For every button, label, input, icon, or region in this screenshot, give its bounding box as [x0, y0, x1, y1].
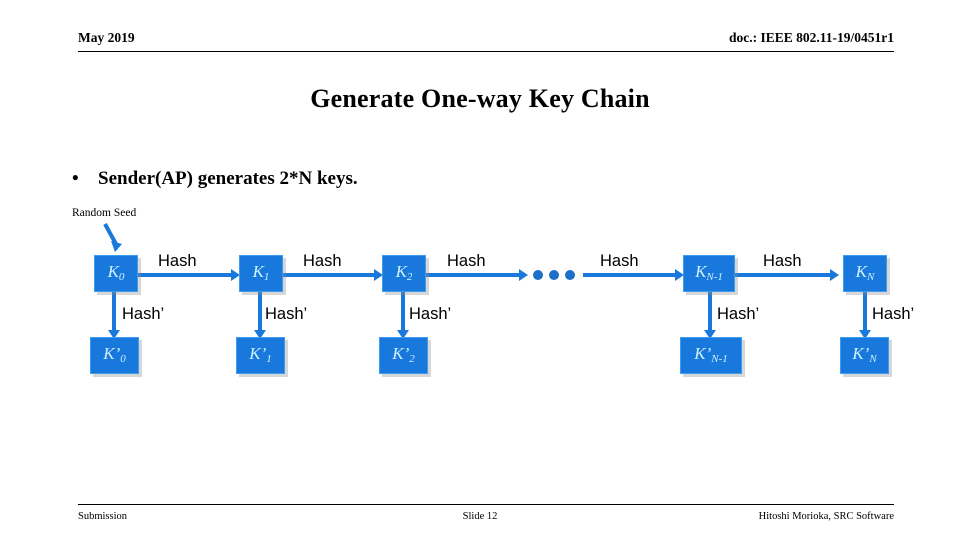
connector-kn-kprimen — [863, 292, 867, 334]
connector-ellipsis-kn1 — [583, 273, 676, 277]
arrow-k1-kprime1-icon — [254, 330, 266, 339]
key-box-kn[interactable]: KN — [843, 255, 887, 292]
key-box-k2-label: K2 — [395, 262, 413, 284]
footer-slide-number: Slide 12 — [462, 511, 498, 522]
arrow-ellipsis-kn1-icon — [675, 269, 684, 281]
key-box-kn-1[interactable]: KN-1 — [683, 255, 735, 292]
arrow-k2-kprime2-icon — [397, 330, 409, 339]
connector-k0-k1 — [138, 273, 233, 277]
connector-k0-kprime0 — [112, 292, 116, 334]
hash-label-k2-ellipsis: Hash — [447, 252, 486, 270]
key-box-k0[interactable]: K0 — [94, 255, 138, 292]
slide-header: May 2019 doc.: IEEE 802.11-19/0451r1 — [78, 30, 894, 52]
key-box-k2[interactable]: K2 — [382, 255, 426, 292]
key-box-k1-label: K1 — [252, 262, 270, 284]
key-box-kn-1-label: KN-1 — [695, 262, 723, 284]
random-seed-label: Random Seed — [72, 207, 137, 219]
ellipsis-dot — [549, 270, 559, 280]
arrow-k1-k2-icon — [374, 269, 383, 281]
key-box-kprime1[interactable]: K’1 — [236, 337, 285, 374]
key-box-kn-label: KN — [855, 262, 875, 284]
hash-prime-label-kprime1: Hash’ — [265, 305, 308, 323]
bullet-item: • Sender(AP) generates 2*N keys. — [72, 168, 772, 190]
ellipsis-dot — [565, 270, 575, 280]
random-seed-arrow-icon — [103, 223, 122, 252]
hash-label-ellipsis-kn1: Hash — [600, 252, 639, 270]
arrow-k2-ellipsis-icon — [519, 269, 528, 281]
arrow-kn1-kprimen1-icon — [704, 330, 716, 339]
header-date: May 2019 — [78, 30, 135, 45]
hash-prime-label-kprimen1: Hash’ — [717, 305, 760, 323]
page-title: Generate One-way Key Chain — [310, 84, 650, 113]
bullet-marker-icon: • — [72, 168, 79, 189]
connector-k1-k2 — [282, 273, 375, 277]
arrow-k0-k1-icon — [231, 269, 240, 281]
key-box-kprime0[interactable]: K’0 — [90, 337, 139, 374]
key-box-kprimen-1-label: K’N-1 — [694, 344, 728, 366]
hash-prime-label-kprime0: Hash’ — [122, 305, 165, 323]
key-box-kprime2[interactable]: K’2 — [379, 337, 428, 374]
connector-k1-kprime1 — [258, 292, 262, 334]
header-divider — [78, 51, 894, 52]
hash-label-kn1-kn: Hash — [763, 252, 802, 270]
key-box-k0-label: K0 — [107, 262, 125, 284]
key-box-k1[interactable]: K1 — [239, 255, 283, 292]
connector-kn1-kn — [735, 273, 831, 277]
connector-k2-ellipsis — [426, 273, 520, 277]
hash-label-k1-k2: Hash — [303, 252, 342, 270]
key-box-kprimen-label: K’N — [852, 344, 877, 366]
ellipsis-dot — [533, 270, 543, 280]
hash-prime-label-kprime2: Hash’ — [409, 305, 452, 323]
arrow-k0-kprime0-icon — [108, 330, 120, 339]
key-box-kprime1-label: K’1 — [249, 344, 272, 366]
arrow-kn-kprimen-icon — [859, 330, 871, 339]
header-document-id: doc.: IEEE 802.11-19/0451r1 — [728, 30, 894, 45]
footer-author: Hitoshi Morioka, SRC Software — [758, 511, 894, 522]
bullet-text: Sender(AP) generates 2*N keys. — [98, 168, 358, 189]
key-box-kprime2-label: K’2 — [392, 344, 415, 366]
hash-label-k0-k1: Hash — [158, 252, 197, 270]
footer-divider — [78, 504, 894, 505]
connector-kn1-kprimen1 — [708, 292, 712, 334]
hash-prime-label-kprimen: Hash’ — [872, 305, 915, 323]
connector-k2-kprime2 — [401, 292, 405, 334]
arrow-kn1-kn-icon — [830, 269, 839, 281]
key-box-kprimen-1[interactable]: K’N-1 — [680, 337, 742, 374]
footer-submission: Submission — [78, 511, 128, 522]
key-box-kprimen[interactable]: K’N — [840, 337, 889, 374]
key-box-kprime0-label: K’0 — [103, 344, 126, 366]
